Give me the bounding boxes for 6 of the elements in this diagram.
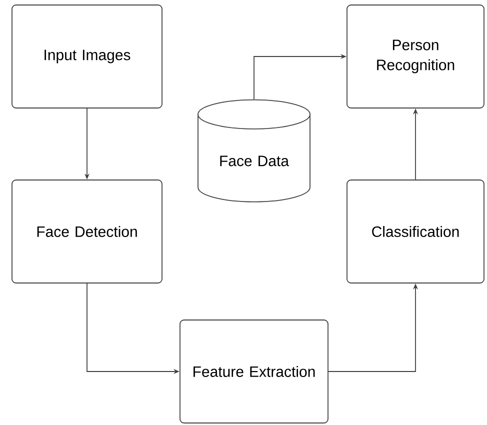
process-box: Classification <box>346 180 484 284</box>
process-box: Input Images <box>12 4 162 108</box>
process-box: Face Detection <box>12 180 162 284</box>
process-box: Feature Extraction <box>180 320 328 424</box>
process-box: Person Recognition <box>346 4 484 108</box>
database-cylinder: Face Data <box>198 99 310 202</box>
